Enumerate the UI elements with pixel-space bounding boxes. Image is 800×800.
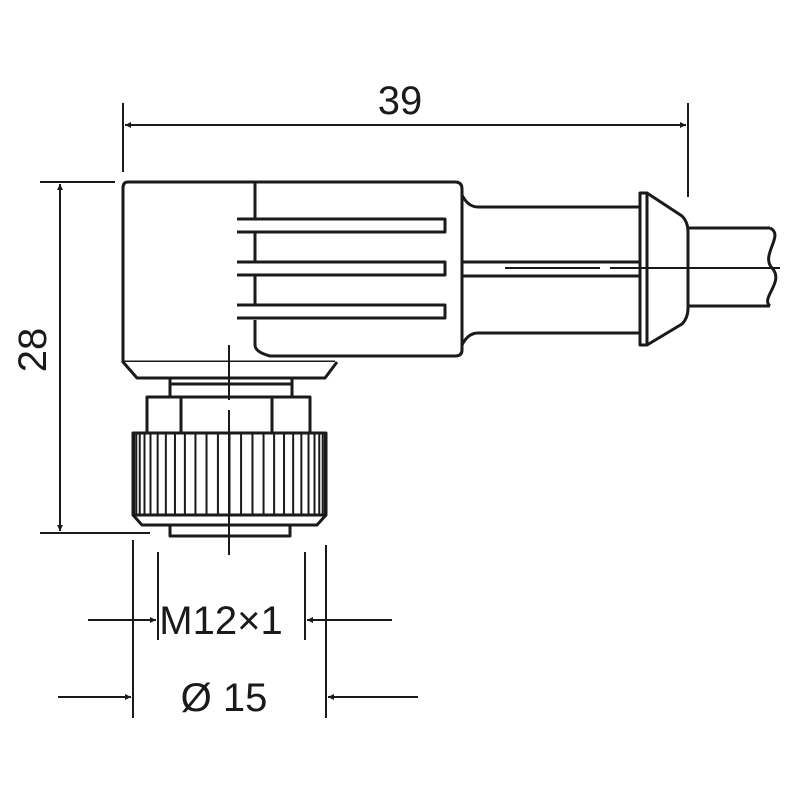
dimension-label-thread: M12×1 <box>159 599 282 643</box>
connector-body <box>121 180 464 364</box>
dimension-label-diameter: Ø 15 <box>181 676 268 720</box>
dimension-height: 28 <box>11 181 150 534</box>
dimension-label-28: 28 <box>11 328 55 373</box>
dimension-label-39: 39 <box>378 79 423 123</box>
cable <box>688 226 780 308</box>
cable-neck <box>460 194 640 346</box>
dimension-diameter: Ø 15 <box>58 540 418 720</box>
dimension-thread: M12×1 <box>88 552 392 643</box>
dimension-length: 39 <box>122 79 689 197</box>
strain-relief-flange <box>638 191 700 347</box>
